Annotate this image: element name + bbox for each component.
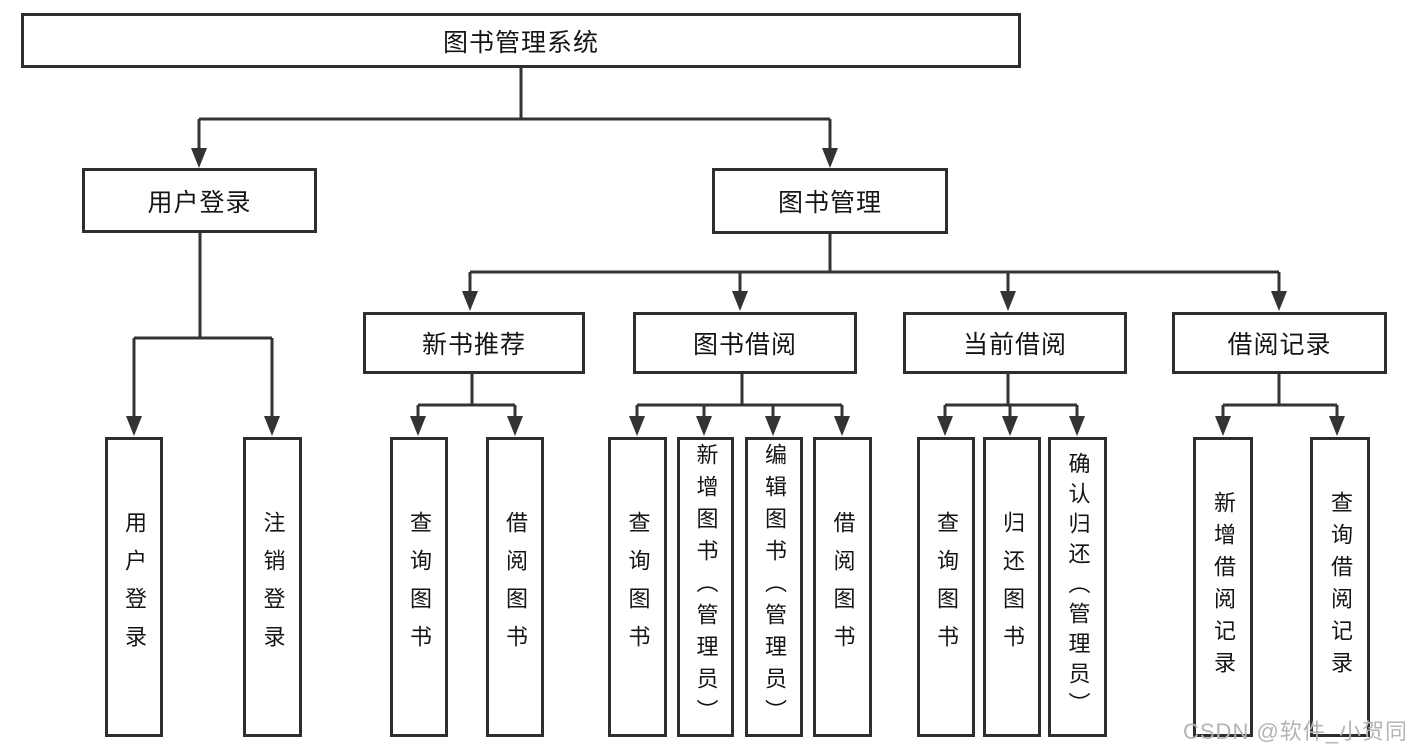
node-borrow-records: 借阅记录 bbox=[1172, 312, 1387, 374]
node-user-login-label: 用户登录 bbox=[147, 188, 252, 217]
leaf-user-login-label: 用户登录 bbox=[122, 511, 147, 663]
leaf-edit-book-admin: 编辑图书（管理员） bbox=[745, 437, 803, 737]
leaf-return-book-label: 归还图书 bbox=[1000, 511, 1025, 663]
node-current-borrow-label: 当前借阅 bbox=[962, 331, 1067, 359]
node-current-borrow: 当前借阅 bbox=[903, 312, 1127, 374]
leaf-query-borrow-record-label: 查询借阅记录 bbox=[1328, 491, 1353, 683]
leaf-edit-book-admin-label: 编辑图书（管理员） bbox=[762, 443, 787, 731]
leaf-confirm-return-admin: 确认归还（管理员） bbox=[1048, 437, 1107, 737]
leaf-add-book-admin: 新增图书（管理员） bbox=[677, 437, 734, 737]
leaf-current-query-books-label: 查询图书 bbox=[934, 511, 959, 663]
leaf-recommend-query-books-label: 查询图书 bbox=[407, 511, 432, 663]
leaf-borrow-query-books-label: 查询图书 bbox=[625, 511, 651, 663]
node-book-borrow-label: 图书借阅 bbox=[692, 331, 797, 359]
leaf-return-book: 归还图书 bbox=[983, 437, 1041, 737]
node-new-book-recommend-label: 新书推荐 bbox=[421, 331, 526, 359]
leaf-borrow-borrow-books: 借阅图书 bbox=[813, 437, 872, 737]
leaf-current-query-books: 查询图书 bbox=[917, 437, 975, 737]
leaf-recommend-borrow-books-label: 借阅图书 bbox=[503, 511, 528, 663]
leaf-logout: 注销登录 bbox=[243, 437, 302, 737]
leaf-add-borrow-record: 新增借阅记录 bbox=[1193, 437, 1253, 737]
leaf-logout-label: 注销登录 bbox=[260, 511, 286, 663]
node-book-management: 图书管理 bbox=[712, 168, 948, 234]
leaf-add-borrow-record-label: 新增借阅记录 bbox=[1211, 491, 1236, 683]
node-book-management-label: 图书管理 bbox=[777, 189, 882, 217]
node-book-borrow: 图书借阅 bbox=[633, 312, 857, 374]
node-user-login: 用户登录 bbox=[82, 168, 317, 233]
leaf-confirm-return-admin-label: 确认归还（管理员） bbox=[1065, 452, 1091, 722]
leaf-add-book-admin-label: 新增图书（管理员） bbox=[693, 443, 719, 731]
node-root-label: 图书管理系统 bbox=[442, 28, 599, 57]
leaf-recommend-borrow-books: 借阅图书 bbox=[486, 437, 544, 737]
node-borrow-records-label: 借阅记录 bbox=[1227, 331, 1332, 359]
tree-edges bbox=[132, 66, 1339, 418]
csdn-watermark: CSDN @软件_小贺同学 bbox=[1183, 719, 1405, 744]
leaf-recommend-query-books: 查询图书 bbox=[390, 437, 448, 737]
arrowheads bbox=[126, 148, 1345, 436]
node-new-book-recommend: 新书推荐 bbox=[363, 312, 585, 374]
leaf-borrow-borrow-books-label: 借阅图书 bbox=[830, 511, 856, 663]
leaf-query-borrow-record: 查询借阅记录 bbox=[1310, 437, 1370, 737]
node-root: 图书管理系统 bbox=[21, 13, 1021, 68]
leaf-borrow-query-books: 查询图书 bbox=[608, 437, 667, 737]
leaf-user-login: 用户登录 bbox=[105, 437, 163, 737]
